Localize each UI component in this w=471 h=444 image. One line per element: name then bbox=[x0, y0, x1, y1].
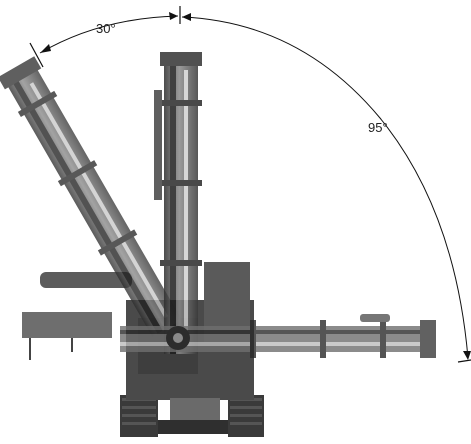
angle-label-30: 30° bbox=[96, 21, 116, 36]
boom-vertical bbox=[154, 52, 202, 354]
angle-dimension-30: 30° bbox=[29, 12, 179, 68]
rig-lower-frame bbox=[170, 398, 220, 420]
arc-95-degrees bbox=[181, 16, 469, 359]
left-platform-legs bbox=[29, 338, 73, 360]
arrowhead-top-left bbox=[169, 12, 178, 20]
mast-pivot-pin bbox=[173, 333, 183, 343]
left-boom-reference-tick bbox=[29, 42, 44, 68]
arrowhead-top-right bbox=[182, 13, 191, 21]
left-side-platform bbox=[22, 312, 112, 338]
arc-30-degrees bbox=[39, 15, 179, 54]
angle-dimension-95: 95° bbox=[179, 6, 471, 363]
left-hydraulic-cylinder bbox=[40, 272, 132, 288]
angle-label-95: 95° bbox=[368, 120, 388, 135]
boom-tilted-left bbox=[0, 56, 182, 337]
arrowhead-right bbox=[463, 351, 471, 360]
rig-undercarriage bbox=[158, 420, 228, 434]
horizontal-reference-tick bbox=[457, 359, 471, 363]
arrowhead-left bbox=[40, 44, 51, 53]
